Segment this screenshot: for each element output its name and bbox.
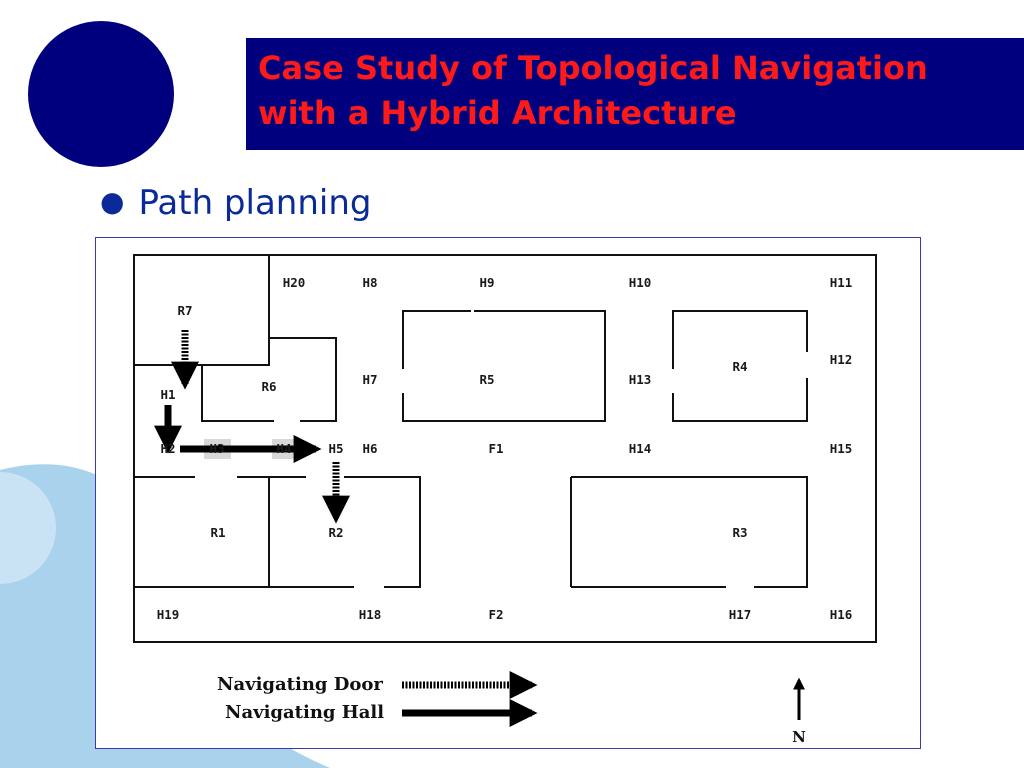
node-h5: H5 xyxy=(328,441,343,456)
node-h12: H12 xyxy=(830,352,853,367)
legend: Navigating Door Navigating Hall xyxy=(217,671,538,727)
outer-wall xyxy=(133,254,877,643)
slide-title-line-1: Case Study of Topological Navigation xyxy=(258,49,928,87)
room-r3-walls xyxy=(570,476,808,588)
node-h16: H16 xyxy=(830,607,853,622)
node-r2: R2 xyxy=(328,525,343,540)
bullet-text: Path planning xyxy=(138,183,372,223)
legend-door-label: Navigating Door xyxy=(217,674,383,695)
slide-title-box: Case Study of Topological Navigation wit… xyxy=(246,38,1024,150)
floor-plan-svg: H20 H8 H9 H10 H11 R7 H12 R4 R6 H7 R5 H13… xyxy=(133,254,877,746)
node-r7: R7 xyxy=(177,303,192,318)
node-h19: H19 xyxy=(157,607,180,622)
decorative-navy-circle xyxy=(28,21,174,167)
room-r2-walls xyxy=(269,476,421,588)
node-f1: F1 xyxy=(488,441,503,456)
node-h18: H18 xyxy=(359,607,382,622)
node-h15: H15 xyxy=(830,441,853,456)
room-r6-walls xyxy=(201,337,337,422)
bullet-item: ● Path planning xyxy=(100,180,371,225)
node-h9: H9 xyxy=(479,275,494,290)
navigation-path xyxy=(154,330,350,524)
background-light-circle xyxy=(0,472,56,584)
node-h17: H17 xyxy=(729,607,752,622)
north-label: N xyxy=(792,728,806,746)
room-r4-walls xyxy=(672,310,808,422)
node-r5: R5 xyxy=(479,372,494,387)
node-h14: H14 xyxy=(629,441,652,456)
node-h8: H8 xyxy=(362,275,377,290)
bullet-dot: ● xyxy=(100,185,125,218)
north-indicator: N xyxy=(792,677,806,746)
node-r1: R1 xyxy=(210,525,225,540)
node-h2: H2 xyxy=(160,441,175,456)
slide-title-line-2: with a Hybrid Architecture xyxy=(258,94,737,132)
node-h7: H7 xyxy=(362,372,377,387)
node-r4: R4 xyxy=(732,359,747,374)
node-f2: F2 xyxy=(488,607,503,622)
walls xyxy=(133,254,877,643)
node-h11: H11 xyxy=(830,275,853,290)
node-r6: R6 xyxy=(261,379,276,394)
node-r3: R3 xyxy=(732,525,747,540)
node-labels: H20 H8 H9 H10 H11 R7 H12 R4 R6 H7 R5 H13… xyxy=(157,275,853,622)
node-h6: H6 xyxy=(362,441,377,456)
node-h1: H1 xyxy=(160,387,175,402)
room-r5-walls xyxy=(402,310,606,422)
node-h3: H3 xyxy=(209,441,224,456)
node-h4: H4 xyxy=(276,441,291,456)
node-h10: H10 xyxy=(629,275,652,290)
room-r1-walls xyxy=(134,476,270,588)
node-h13: H13 xyxy=(629,372,652,387)
legend-hall-label: Navigating Hall xyxy=(225,702,384,723)
room-r7-walls xyxy=(134,255,270,366)
floor-plan-figure: H20 H8 H9 H10 H11 R7 H12 R4 R6 H7 R5 H13… xyxy=(95,237,921,749)
node-h20: H20 xyxy=(283,275,306,290)
